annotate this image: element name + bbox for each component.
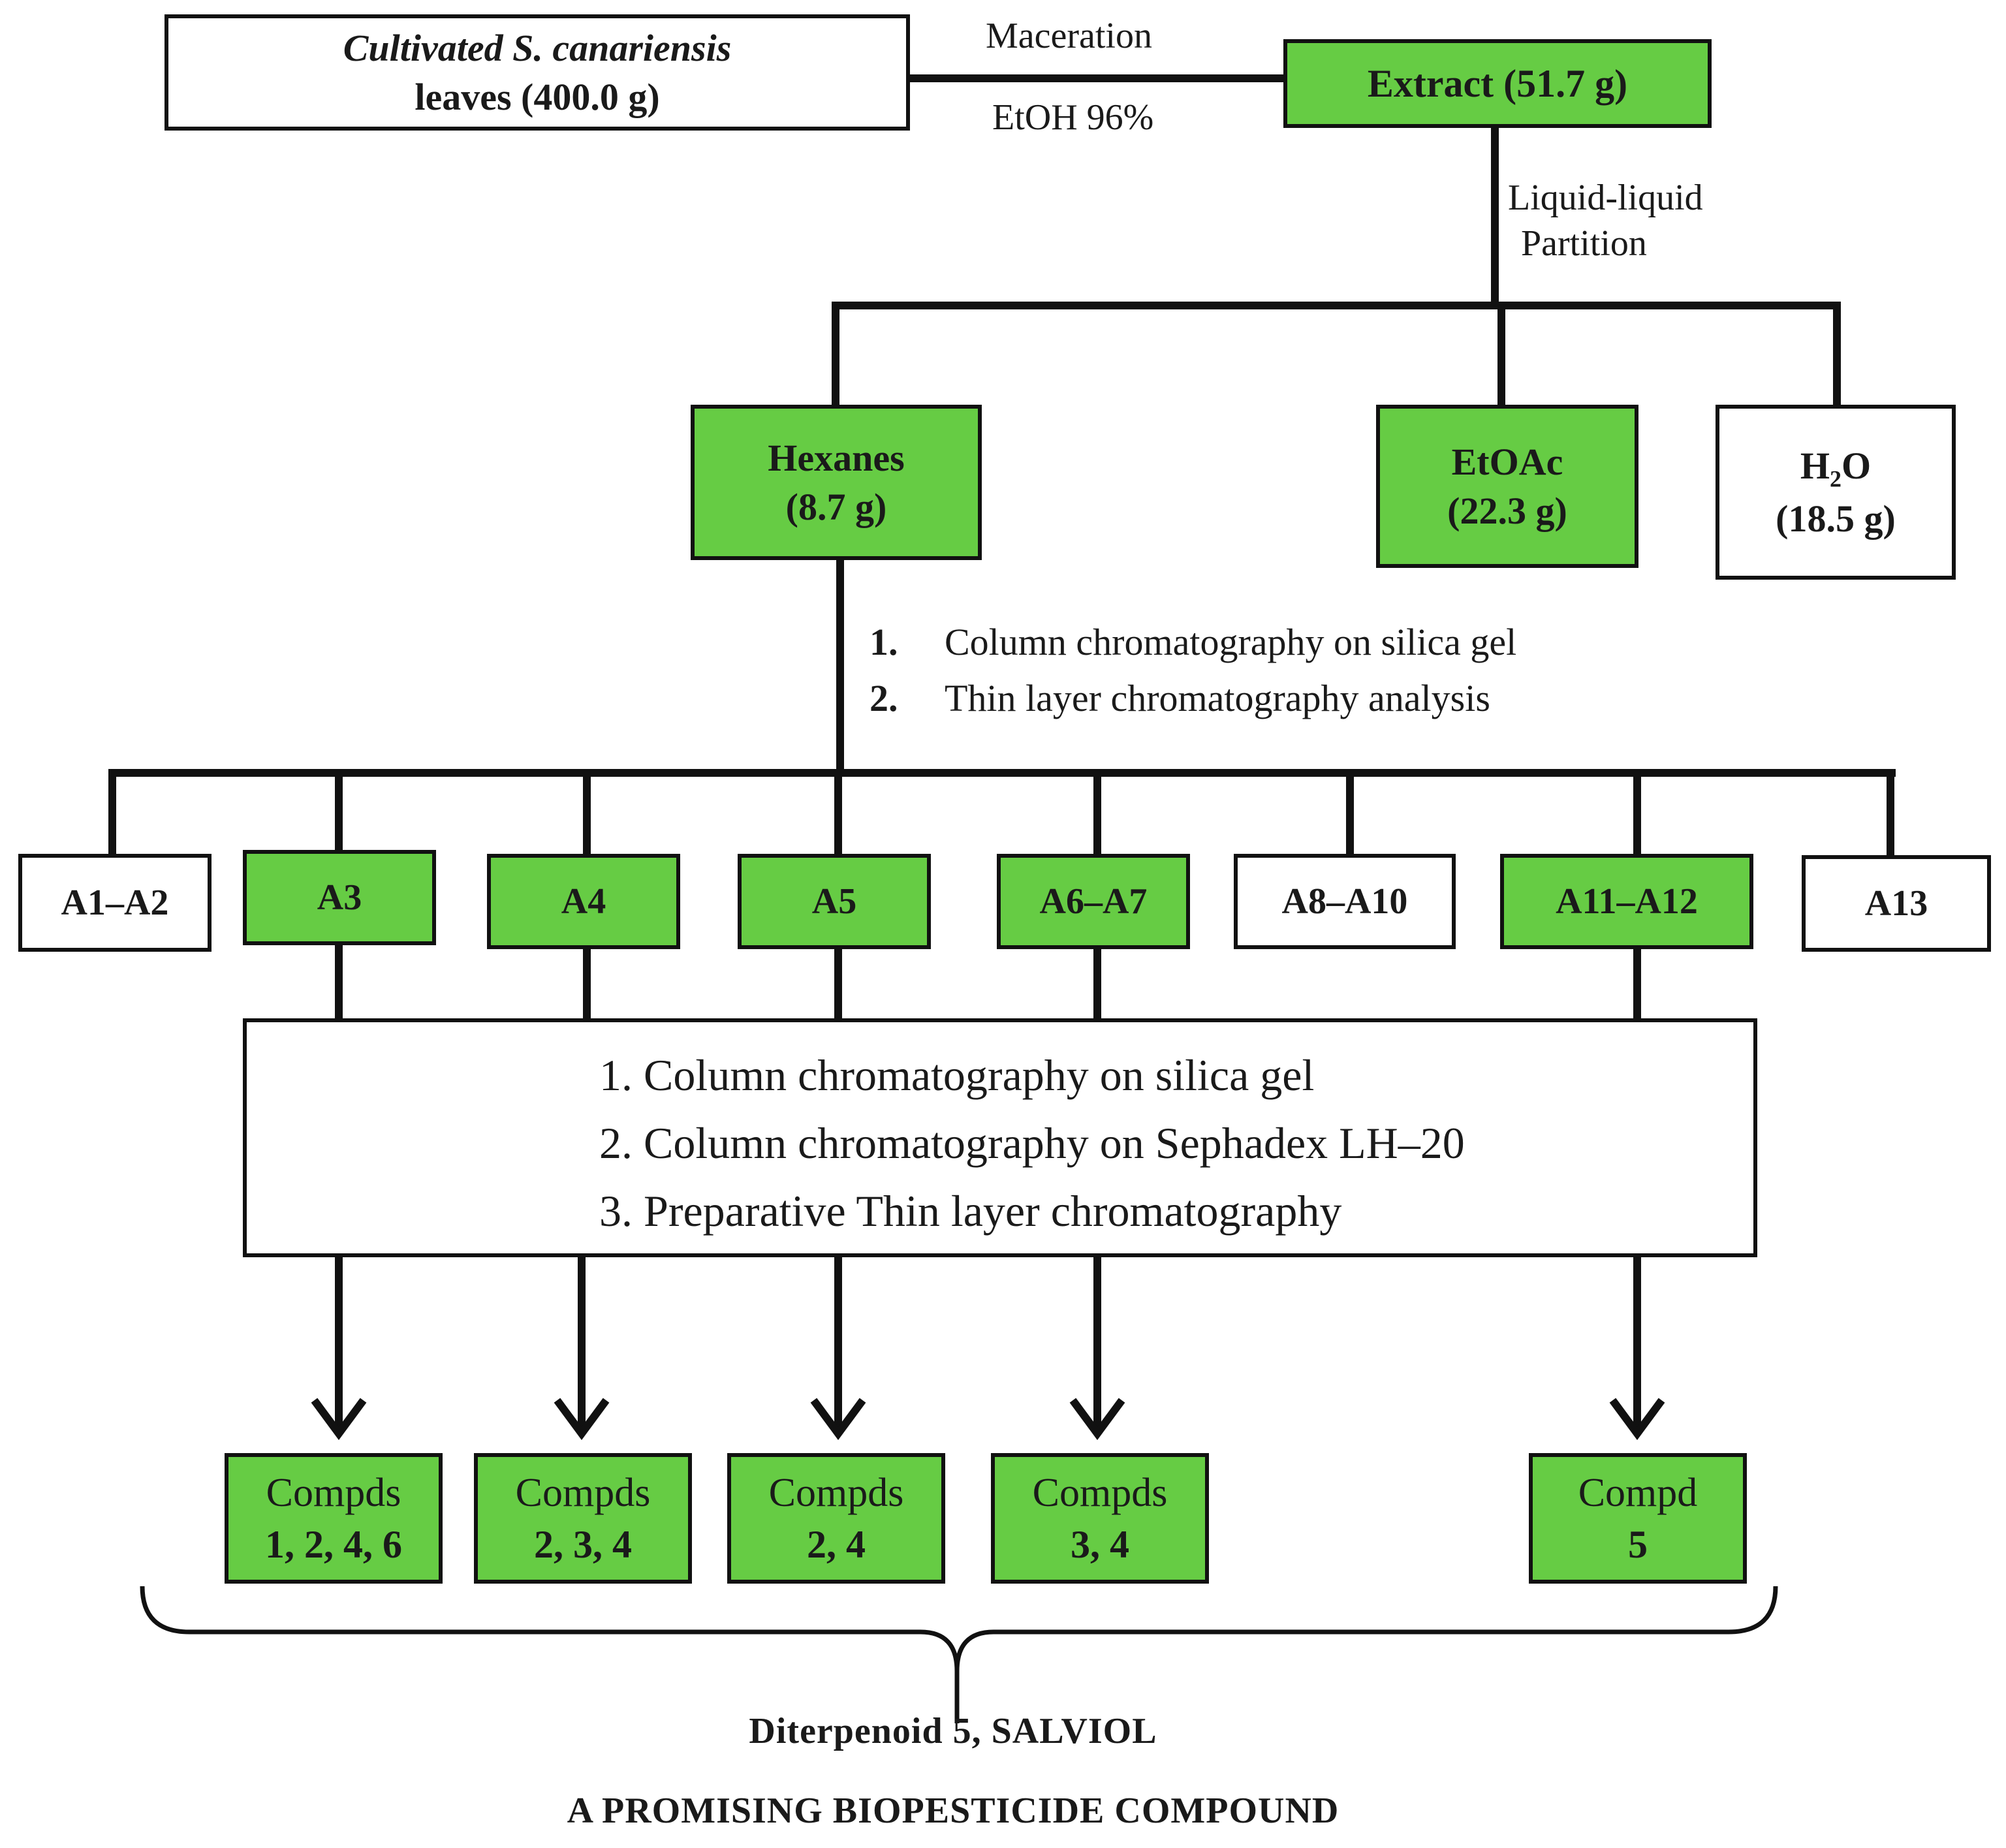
conclusion-line1: Diterpenoid 5, SALVIOL <box>749 1711 1157 1751</box>
compound-box-2: Compds 2, 3, 4 <box>474 1453 692 1584</box>
compound-box-4-label: Compds <box>1032 1470 1168 1515</box>
compound-box-3-ids: 2, 4 <box>807 1523 866 1567</box>
purification-step-3: 3. Preparative Thin layer chromatography <box>599 1186 1342 1236</box>
subfraction-a13: A13 <box>1802 855 1991 952</box>
hexanes-box: Hexanes (8.7 g) <box>691 405 982 560</box>
subfraction-a11-a12: A11–A12 <box>1500 854 1753 949</box>
source-line2: leaves (400.0 g) <box>415 76 660 118</box>
water-mass: (18.5 g) <box>1776 497 1896 540</box>
subfraction-a6-a7-label: A6–A7 <box>1039 881 1148 922</box>
subfraction-a13-label: A13 <box>1864 883 1928 924</box>
grouping-brace <box>140 1586 1778 1723</box>
purification-methods-box: 1. Column chromatography on silica gel 2… <box>243 1018 1757 1257</box>
subfraction-a3: A3 <box>243 850 436 945</box>
hexane-step-2-text: Thin layer chromatography analysis <box>945 677 1490 719</box>
subfraction-a3-label: A3 <box>317 877 362 918</box>
subfraction-a1-a2-label: A1–A2 <box>61 882 169 923</box>
water-name-end: O <box>1841 444 1872 487</box>
subfraction-a1-a2: A1–A2 <box>18 854 212 952</box>
purification-step-2: 2. Column chromatography on Sephadex LH–… <box>599 1118 1465 1168</box>
arrow-head-3 <box>810 1398 866 1441</box>
compound-box-1: Compds 1, 2, 4, 6 <box>225 1453 443 1584</box>
subfraction-a6-a7: A6–A7 <box>997 854 1190 949</box>
hexanes-name: Hexanes <box>768 436 905 479</box>
source-line1: Cultivated S. canariensis <box>343 26 732 69</box>
compound-box-1-ids: 1, 2, 4, 6 <box>265 1523 402 1567</box>
hexane-step-2-num: 2. <box>870 677 898 719</box>
subfraction-a8-a10-label: A8–A10 <box>1281 881 1408 922</box>
compound-box-2-label: Compds <box>515 1470 651 1515</box>
purification-step-1: 1. Column chromatography on silica gel <box>599 1050 1315 1100</box>
water-name-main: H <box>1800 444 1830 487</box>
subfraction-a5: A5 <box>738 854 931 949</box>
arrow-head-1 <box>311 1398 367 1441</box>
subfraction-a8-a10: A8–A10 <box>1234 854 1456 949</box>
compound-box-2-ids: 2, 3, 4 <box>534 1523 632 1567</box>
subfraction-a4-label: A4 <box>561 881 606 922</box>
etoac-box: EtOAc (22.3 g) <box>1376 405 1638 568</box>
subfraction-a5-label: A5 <box>811 881 857 922</box>
water-box: H2O (18.5 g) <box>1716 405 1956 580</box>
etoac-name: EtOAc <box>1451 440 1563 483</box>
extract-label: Extract (51.7 g) <box>1367 62 1628 105</box>
hexane-step-2: 2. Thin layer chromatography analysis <box>870 676 1490 720</box>
compound-box-5-ids: 5 <box>1628 1523 1648 1567</box>
compound-box-1-label: Compds <box>266 1470 401 1515</box>
extract-box: Extract (51.7 g) <box>1283 39 1712 128</box>
conclusion-line2: A PROMISING BIOPESTICIDE COMPOUND <box>567 1791 1340 1831</box>
partition-line2: Partition <box>1521 223 1647 264</box>
subfraction-a4: A4 <box>487 854 680 949</box>
partition-line1: Liquid-liquid <box>1508 178 1703 218</box>
source-box: Cultivated S. canariensis leaves (400.0 … <box>165 14 910 131</box>
subfraction-a11-a12-label: A11–A12 <box>1556 881 1698 922</box>
partition-label: Liquid-liquid Partition <box>1508 175 1703 266</box>
compound-box-4-ids: 3, 4 <box>1071 1523 1129 1567</box>
maceration-label: Maceration <box>986 16 1152 56</box>
solvent-label: EtOH 96% <box>992 97 1154 138</box>
hexane-step-1-text: Column chromatography on silica gel <box>945 621 1517 663</box>
arrow-head-5 <box>1609 1398 1665 1441</box>
compound-box-5: Compd 5 <box>1529 1453 1747 1584</box>
compound-box-4: Compds 3, 4 <box>991 1453 1209 1584</box>
hexanes-mass: (8.7 g) <box>785 486 887 528</box>
arrow-head-4 <box>1069 1398 1125 1441</box>
compound-box-3: Compds 2, 4 <box>727 1453 945 1584</box>
water-name: H2O <box>1800 441 1871 494</box>
water-name-sub: 2 <box>1830 465 1841 492</box>
hexane-step-1-num: 1. <box>870 621 898 663</box>
hexane-step-1: 1. Column chromatography on silica gel <box>870 620 1516 664</box>
compound-box-5-label: Compd <box>1578 1470 1698 1515</box>
compound-box-3-label: Compds <box>768 1470 904 1515</box>
arrow-head-2 <box>554 1398 610 1441</box>
etoac-mass: (22.3 g) <box>1447 490 1567 532</box>
